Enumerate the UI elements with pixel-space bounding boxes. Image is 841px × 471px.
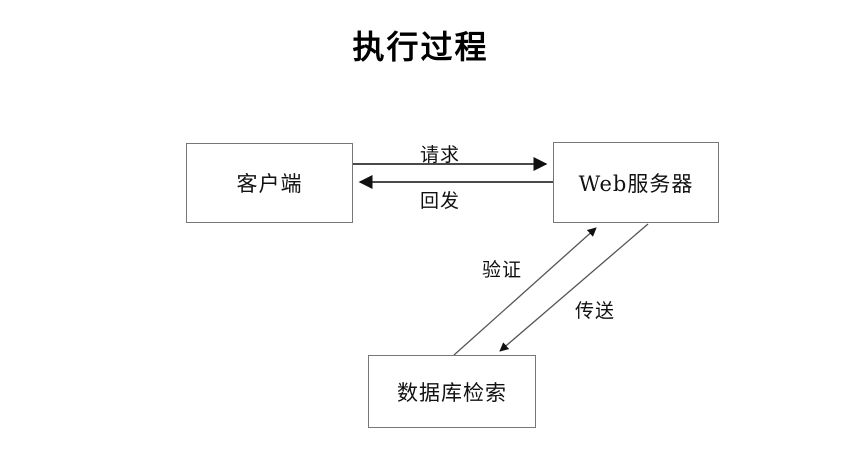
node-web-server-label: Web服务器 <box>578 171 694 196</box>
edge-label-transmit: 传送 <box>575 300 616 322</box>
edge-label-request: 请求 <box>420 144 461 166</box>
edge-label-verify: 验证 <box>482 259 523 281</box>
edge-label-postback: 回发 <box>420 190 461 212</box>
node-database-retrieval[interactable]: 数据库检索 <box>368 355 536 428</box>
node-web-server[interactable]: Web服务器 <box>553 142 719 223</box>
node-database-retrieval-label: 数据库检索 <box>397 380 507 405</box>
edge-verify-line <box>453 227 597 356</box>
node-client[interactable]: 客户端 <box>186 143 353 223</box>
node-client-label: 客户端 <box>236 172 303 196</box>
edge-transmit-line <box>499 223 649 352</box>
page-title: 执行过程 <box>352 28 489 66</box>
